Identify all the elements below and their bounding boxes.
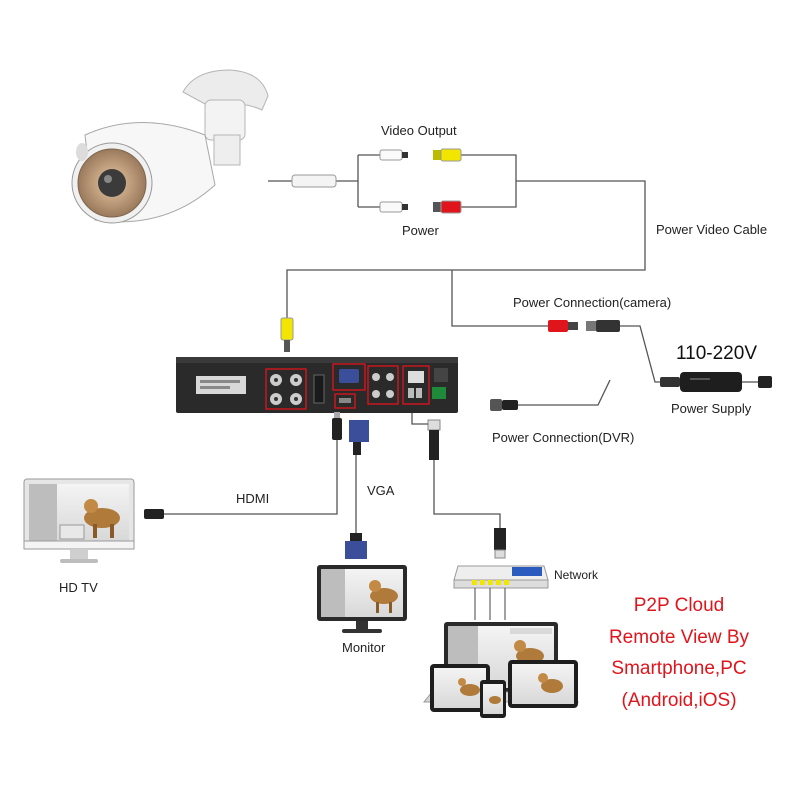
camera-power-to-psu [620,325,680,383]
hdmi-plug-tv [144,509,164,519]
hdmi-label: HDMI [236,491,270,506]
monitor [317,565,407,633]
dvr-video-connector [280,317,294,352]
video-output-connector-right [433,148,462,162]
hd-tv [23,478,135,563]
p2p-line-4: (Android,iOS) [621,689,737,711]
p2p-line-3: Smartphone,PC [611,658,747,679]
p2p-line-2: Remote View By [608,626,750,648]
voltage-label: 110-220V [676,343,757,364]
network-router [453,565,549,589]
remote-devices [422,622,580,718]
p2p-line-1: P2P Cloud [633,595,725,616]
lan-connector-dvr [411,413,441,460]
power-connector-left [379,201,408,213]
network-label: Network [554,568,599,582]
hdmi-connector [332,412,342,440]
lan-plug-router [494,528,506,559]
monitor-label: Monitor [342,640,386,655]
power-cable-right [461,181,517,208]
camera-pigtail [291,148,462,214]
bullet-camera [71,69,269,224]
router-to-devices-cables [474,588,506,620]
smartphone [480,680,506,718]
power-label: Power [402,223,439,238]
cables [160,154,758,533]
dvr-recorder [176,357,458,413]
power-branch-to-camera [451,270,548,327]
dvr-power-cord [518,379,611,406]
network-cable [433,460,501,528]
power-video-cable [286,180,646,318]
power-supply-label: Power Supply [671,401,752,416]
p2p-cloud-note: P2P Cloud Remote View By Smartphone,PC (… [584,590,774,716]
hd-tv-label: HD TV [59,580,98,595]
vga-label: VGA [367,483,395,498]
vga-connector-dvr [349,420,369,455]
video-output-connector-left [379,149,408,161]
power-supply-unit [660,372,772,392]
dvr-power-connector [490,399,518,411]
tablet [430,664,490,712]
video-output-label: Video Output [381,123,457,138]
hdmi-cable [160,440,338,515]
camera-power-connector [548,320,620,332]
power-video-cable-label: Power Video Cable [656,222,768,237]
power-connector-right [433,200,462,214]
vga-plug-monitor [345,533,367,559]
splitter-cable [336,155,359,207]
tablet-2 [508,660,578,708]
power-connection-camera-label: Power Connection(camera) [513,295,672,310]
power-connection-dvr-label: Power Connection(DVR) [492,430,635,445]
video-output-cable-right [461,154,517,181]
